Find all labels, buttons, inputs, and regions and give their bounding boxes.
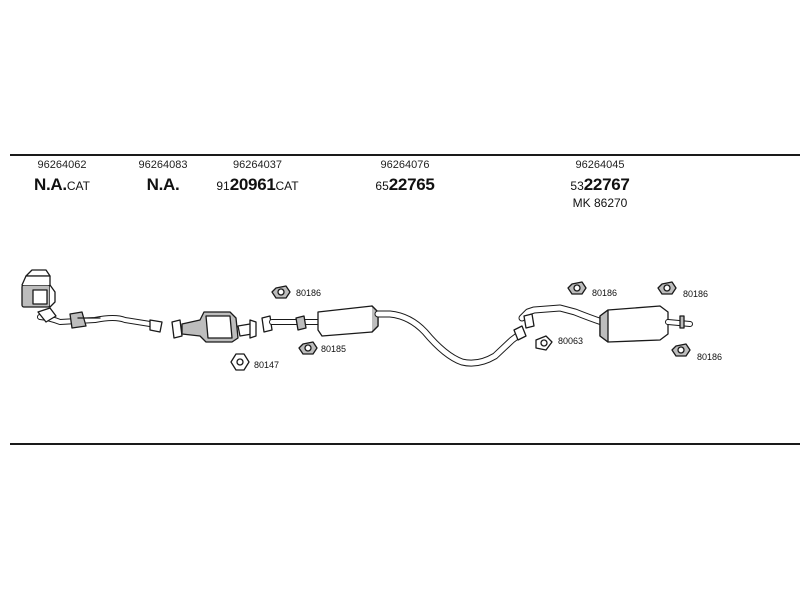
reference-code: 5322767 <box>570 175 630 194</box>
reference-code: N.A.CAT <box>34 175 90 194</box>
column-header-5: 96264045 5322767 MK 86270 <box>555 159 645 210</box>
front-pipe-part[interactable] <box>37 307 163 333</box>
manifold-catalyst-part[interactable] <box>21 269 56 308</box>
bracket-80185[interactable] <box>298 341 318 355</box>
catalytic-converter-part[interactable] <box>171 311 257 343</box>
callout-label: 80185 <box>321 344 346 354</box>
bracket-80186-b[interactable] <box>567 281 587 295</box>
reference-code: N.A. <box>146 175 180 194</box>
bottom-rule <box>10 443 800 445</box>
rear-silencer-part[interactable] <box>518 304 693 343</box>
callout-label: 80186 <box>683 289 708 299</box>
callout-label: 80147 <box>254 360 279 370</box>
intermediate-silencer-part[interactable] <box>261 305 527 367</box>
column-header-1: 96264062 N.A.CAT <box>22 160 102 194</box>
bracket-80186-c[interactable] <box>657 281 677 295</box>
column-header-2: 96264083 N.A. <box>123 160 203 194</box>
gasket-80063[interactable] <box>535 335 553 351</box>
bracket-80186-d[interactable] <box>671 343 691 357</box>
gasket-80147[interactable] <box>230 353 250 371</box>
part-number: 96264062 <box>37 159 87 171</box>
reference-code: 6522765 <box>375 175 435 194</box>
column-header-3: 96264037 9120961CAT <box>200 160 315 194</box>
part-number: 96264045 <box>575 159 625 171</box>
callout-label: 80186 <box>296 288 321 298</box>
reference-code: 9120961CAT <box>216 175 299 194</box>
top-rule <box>10 154 800 156</box>
column-header-4: 96264076 6522765 <box>360 160 450 194</box>
part-number: 96264083 <box>138 159 188 171</box>
mounting-kit-code: MK 86270 <box>572 196 628 210</box>
bracket-80186-a[interactable] <box>271 285 291 299</box>
callout-label: 80186 <box>697 352 722 362</box>
callout-label: 80063 <box>558 336 583 346</box>
callout-label: 80186 <box>592 288 617 298</box>
part-number: 96264076 <box>380 159 430 171</box>
part-number: 96264037 <box>233 159 282 171</box>
